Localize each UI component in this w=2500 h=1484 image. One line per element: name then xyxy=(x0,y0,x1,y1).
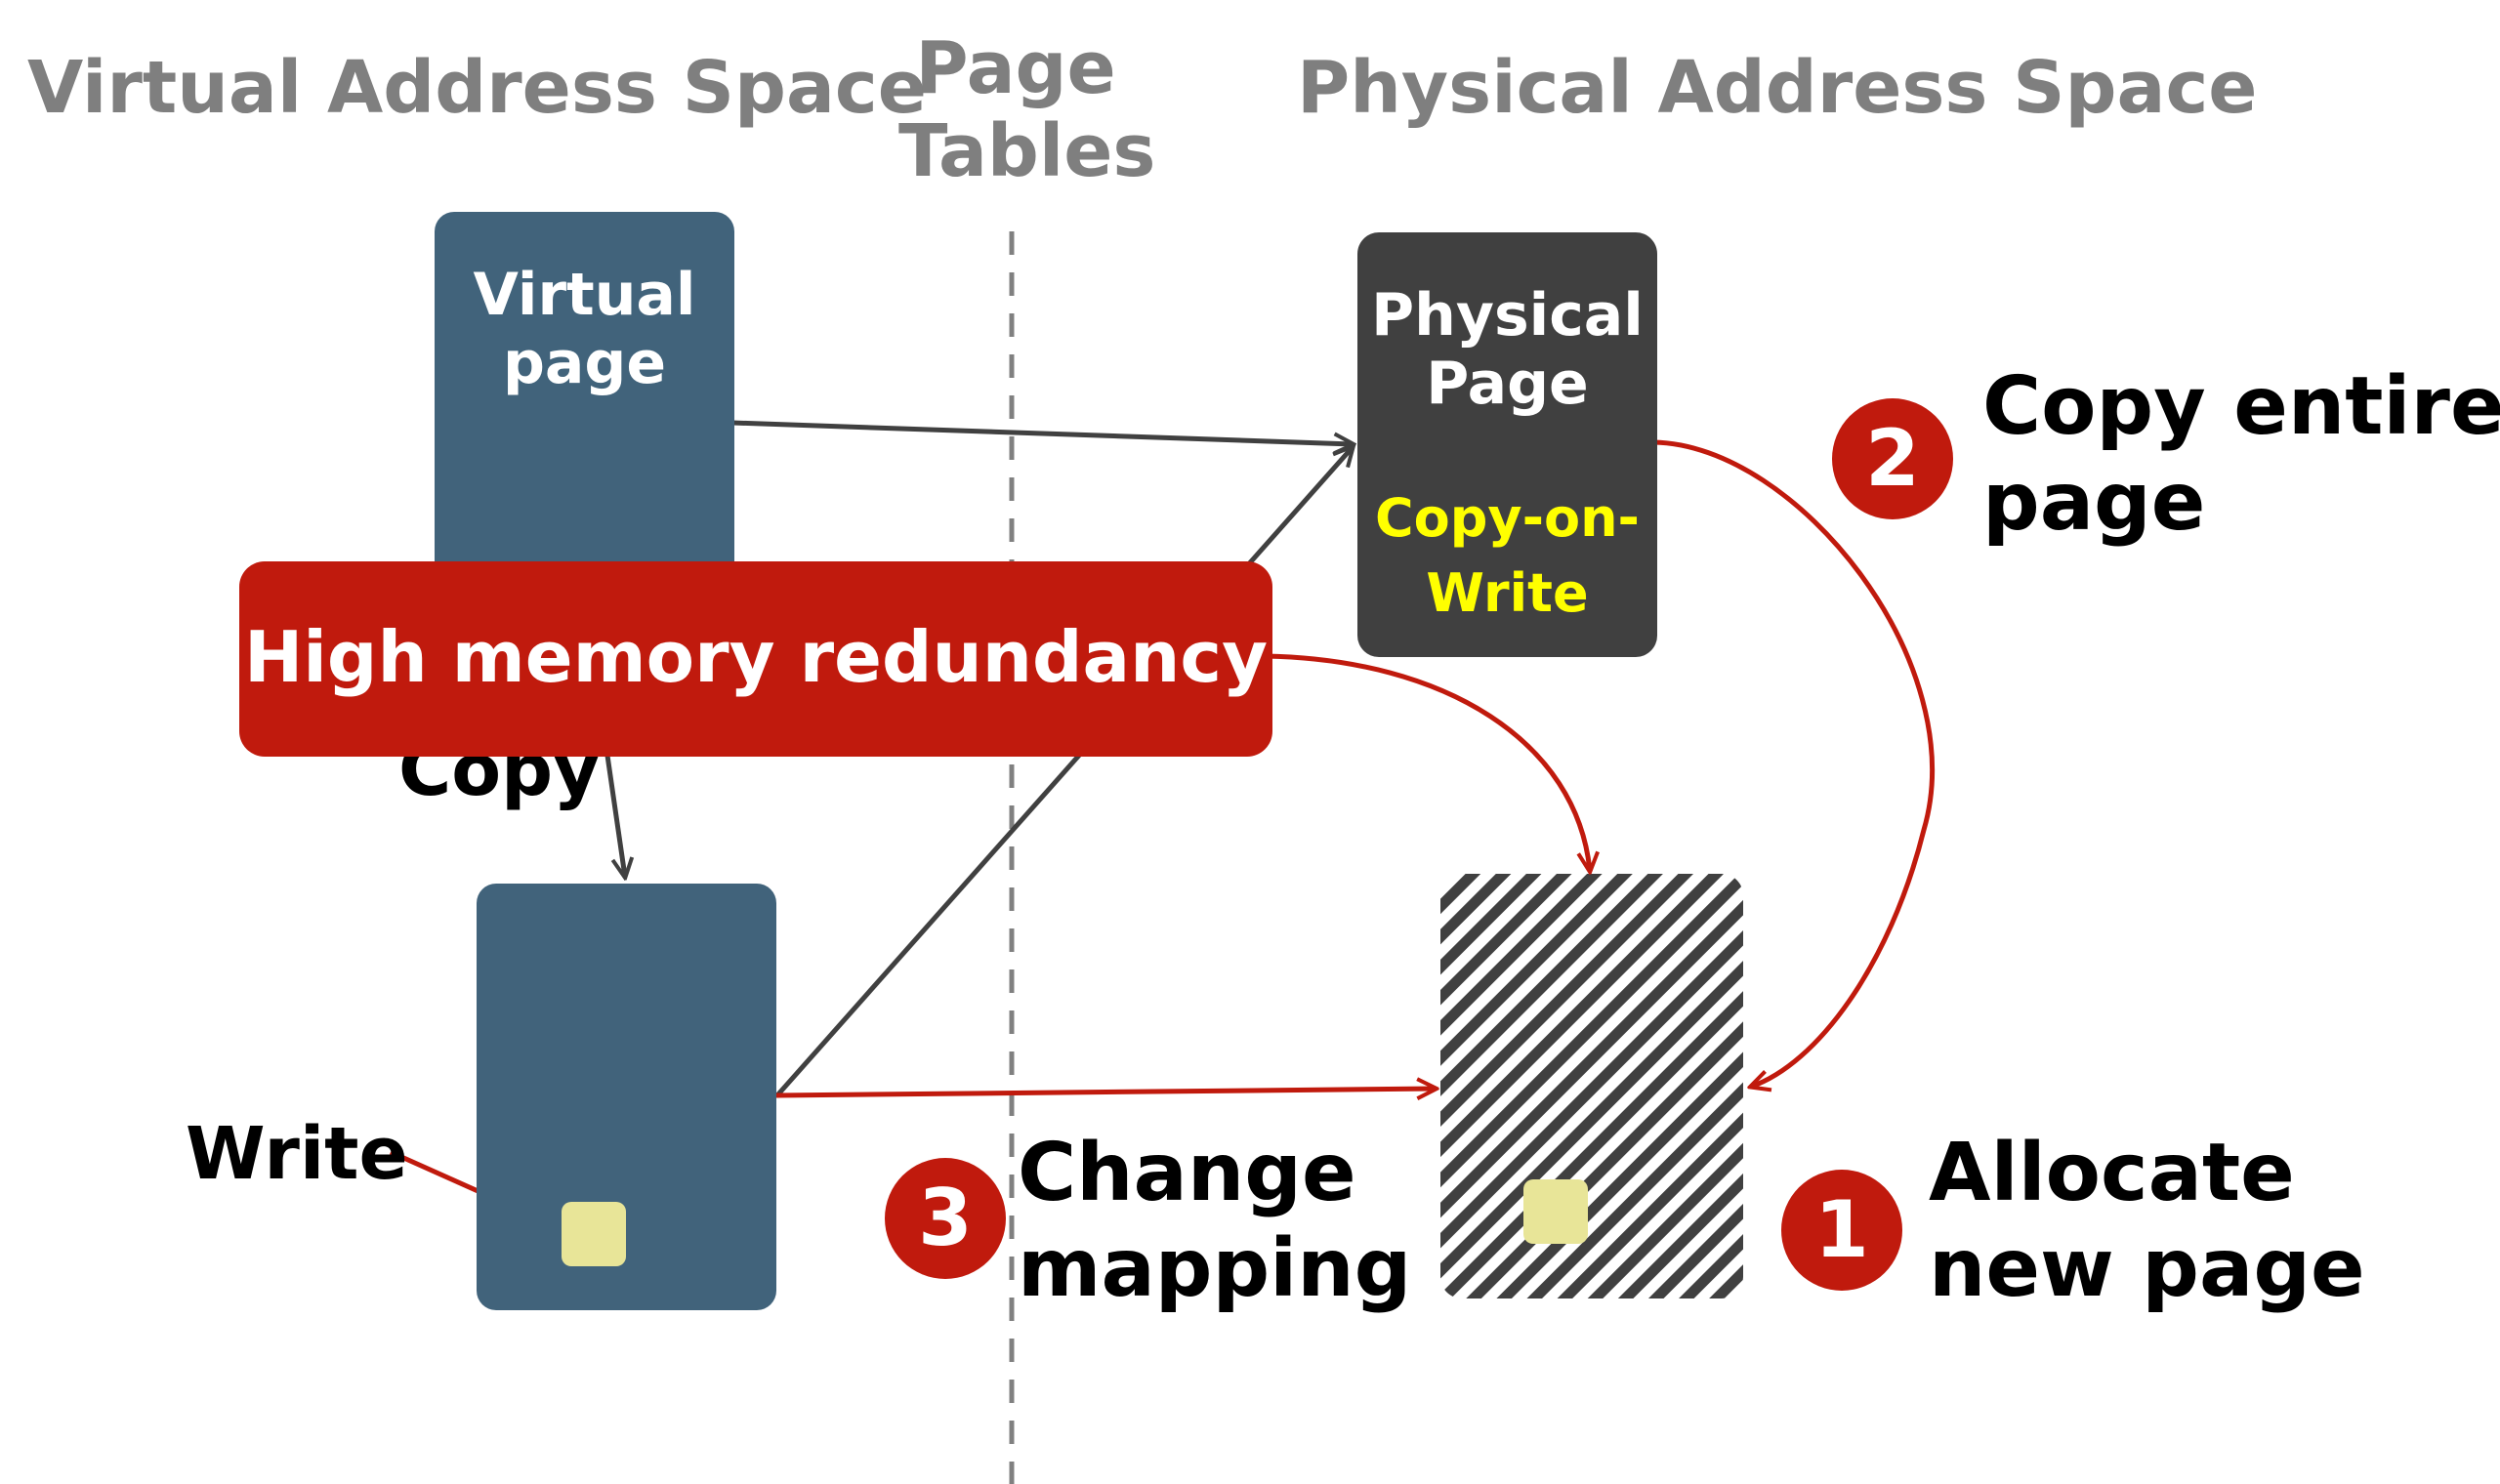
step-1-text-line2: new page xyxy=(1929,1222,2365,1316)
arrow-copy xyxy=(603,741,625,877)
page-tables-header: Page Tables xyxy=(898,26,1156,194)
redundancy-banner: High memory redundancy xyxy=(239,561,1272,757)
physical-space-header: Physical Address Space xyxy=(1297,46,2258,130)
physical-page-label-line1: Physical xyxy=(1371,281,1644,350)
step-2-text-line2: page xyxy=(1982,456,2206,550)
cow-label-line2: Write xyxy=(1426,561,1589,624)
step-3-text-line1: Change xyxy=(1018,1127,1356,1219)
step-3-text: Change mapping xyxy=(1018,1126,1411,1318)
step-3-badge: 3 xyxy=(885,1158,1006,1279)
page-tables-header-line2: Tables xyxy=(898,109,1156,194)
physical-page: Physical Page Copy-on- Write xyxy=(1357,232,1657,657)
write-label: Write xyxy=(186,1112,408,1196)
step-2-text: Copy entire page xyxy=(1982,359,2500,552)
redundancy-banner-text: High memory redundancy xyxy=(243,616,1269,698)
step-1-text-line1: Allocate xyxy=(1929,1127,2295,1219)
arrow-copy-to-physical xyxy=(774,447,1353,1098)
new-physical-page xyxy=(1440,874,1743,1298)
arrow-copy-entire-page xyxy=(1652,439,1936,1087)
arrow-virtual-to-physical xyxy=(731,420,1353,444)
step-1-text: Allocate new page xyxy=(1929,1126,2365,1318)
copied-page-written-cell xyxy=(562,1202,626,1266)
virtual-page: Virtual page xyxy=(435,212,734,590)
step-1-badge: 1 xyxy=(1781,1170,1902,1291)
virtual-space-header: Virtual Address Space xyxy=(27,46,927,130)
arrow-redundancy xyxy=(1264,653,1590,871)
new-page-written-cell xyxy=(1523,1179,1588,1244)
step-2-badge: 2 xyxy=(1832,398,1953,519)
physical-page-label-line2: Page xyxy=(1426,350,1589,419)
page-tables-header-line1: Page xyxy=(915,26,1116,110)
arrow-change-mapping xyxy=(775,1089,1436,1095)
step-2-text-line1: Copy entire xyxy=(1982,360,2500,453)
cow-label-line1: Copy-on- xyxy=(1375,487,1640,549)
virtual-page-label-line1: Virtual xyxy=(473,261,696,329)
virtual-page-label-line2: page xyxy=(502,329,667,398)
copied-virtual-page xyxy=(477,884,776,1310)
step-3-text-line2: mapping xyxy=(1018,1222,1412,1316)
